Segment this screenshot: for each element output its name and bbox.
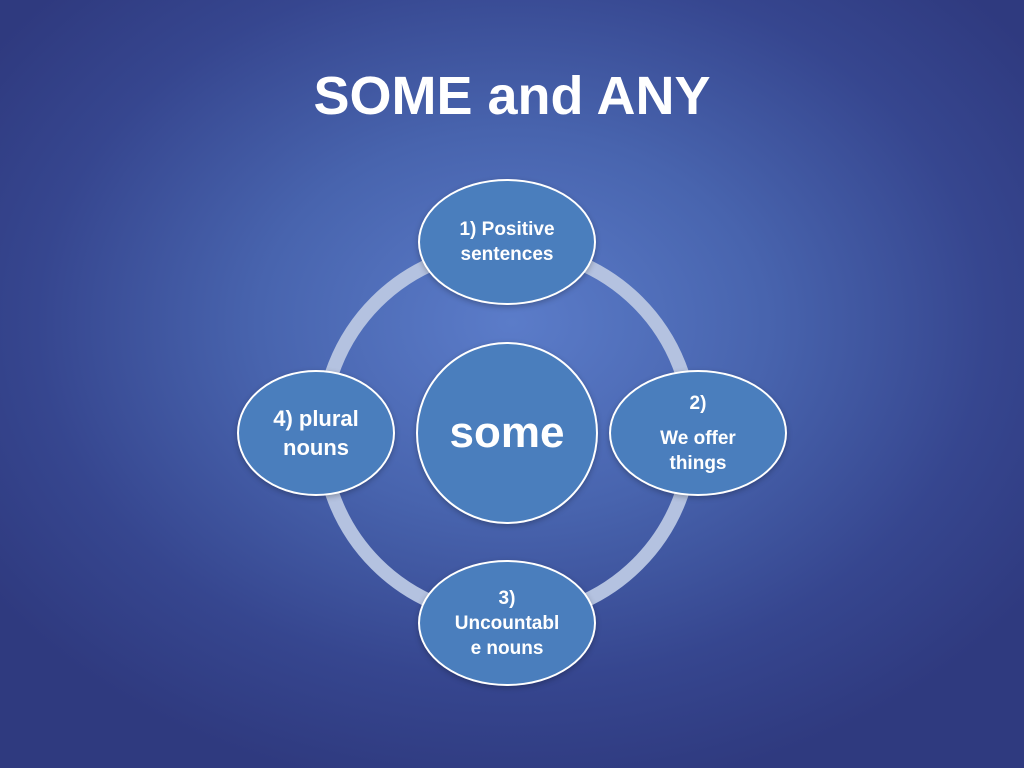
- node-left-line-2: nouns: [283, 435, 349, 460]
- slide-title: SOME and ANY: [313, 66, 711, 126]
- node-left-line-1: 4) plural: [273, 406, 359, 431]
- node-positive-sentences: 1) Positive sentences: [418, 179, 596, 305]
- center-node-label: some: [449, 408, 565, 457]
- node-right-line-3: things: [669, 452, 727, 474]
- node-bottom-line-1: 3): [498, 587, 516, 609]
- node-top-line-1: 1) Positive: [459, 219, 555, 240]
- node-bottom-line-2: Uncountabl: [454, 612, 560, 634]
- node-plural-nouns: 4) plural nouns: [237, 370, 395, 496]
- node-bottom-line-3: e nouns: [470, 637, 544, 659]
- node-we-offer-things: 2) We offer things: [609, 370, 787, 496]
- node-right-line-1: 2): [689, 392, 707, 414]
- node-uncountable-nouns: 3) Uncountabl e nouns: [418, 560, 596, 686]
- center-node-some: some: [416, 342, 598, 524]
- node-right-line-2: We offer: [660, 427, 736, 449]
- node-top-line-2: sentences: [460, 244, 554, 265]
